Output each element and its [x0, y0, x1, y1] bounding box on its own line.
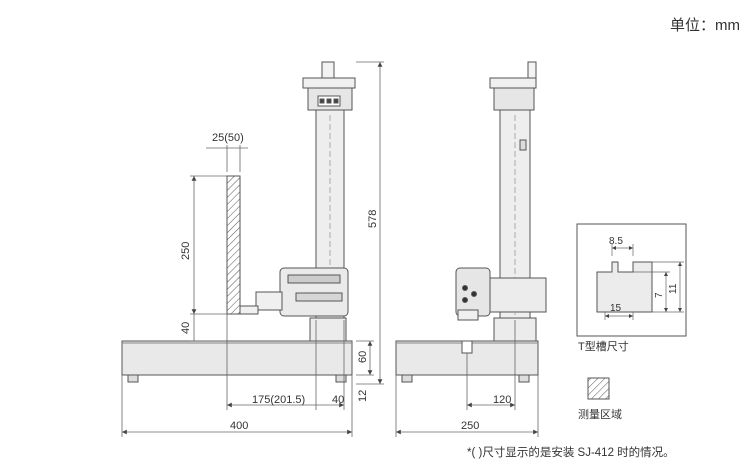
dim-25-50: 25(50): [212, 132, 244, 144]
dim-40-left: 40: [180, 322, 192, 334]
dim-578: 578: [367, 210, 379, 228]
side-dimensions: [395, 320, 539, 437]
t-slot-dim-11: 11: [668, 283, 679, 294]
side-top-knob: [489, 77, 537, 89]
side-foot-left: [401, 374, 413, 383]
t-slot-dim-15: 15: [610, 303, 622, 314]
dim-250-bottom: 250: [461, 420, 479, 432]
unit-label: 单位：mm: [670, 17, 740, 34]
side-foot-right: [518, 374, 530, 383]
measuring-area-front: [226, 175, 241, 315]
side-column-head: [493, 87, 535, 111]
t-slot-dim-7: 7: [654, 292, 665, 298]
dim-12: 12: [357, 390, 369, 402]
dim-120: 120: [493, 394, 511, 406]
dim-40-bottom: 40: [332, 394, 344, 406]
footnote: *( )尺寸显示的是安装 SJ-412 时的情况。: [467, 447, 675, 459]
dim-60: 60: [357, 351, 369, 363]
front-top-knob: [302, 77, 356, 89]
front-column-base: [309, 317, 347, 342]
hatch-legend-swatch: [587, 377, 610, 400]
hatch-legend-caption: 测量区域: [578, 408, 622, 421]
front-view: [121, 61, 356, 383]
dim-400: 400: [230, 420, 248, 432]
front-detector: [255, 291, 283, 311]
front-foot-right: [335, 374, 347, 383]
t-slot-detail: [576, 223, 687, 337]
t-slot-caption: T型槽尺寸: [578, 339, 629, 353]
front-foot-left: [127, 374, 139, 383]
front-base: [121, 340, 353, 376]
front-dimensions: [121, 61, 384, 437]
dim-175: 175(201.5): [252, 394, 305, 406]
t-slot-dim-8-5: 8.5: [609, 236, 623, 247]
side-view: [395, 61, 547, 383]
t-slot-profile: [596, 261, 653, 313]
dim-250: 250: [180, 242, 192, 260]
